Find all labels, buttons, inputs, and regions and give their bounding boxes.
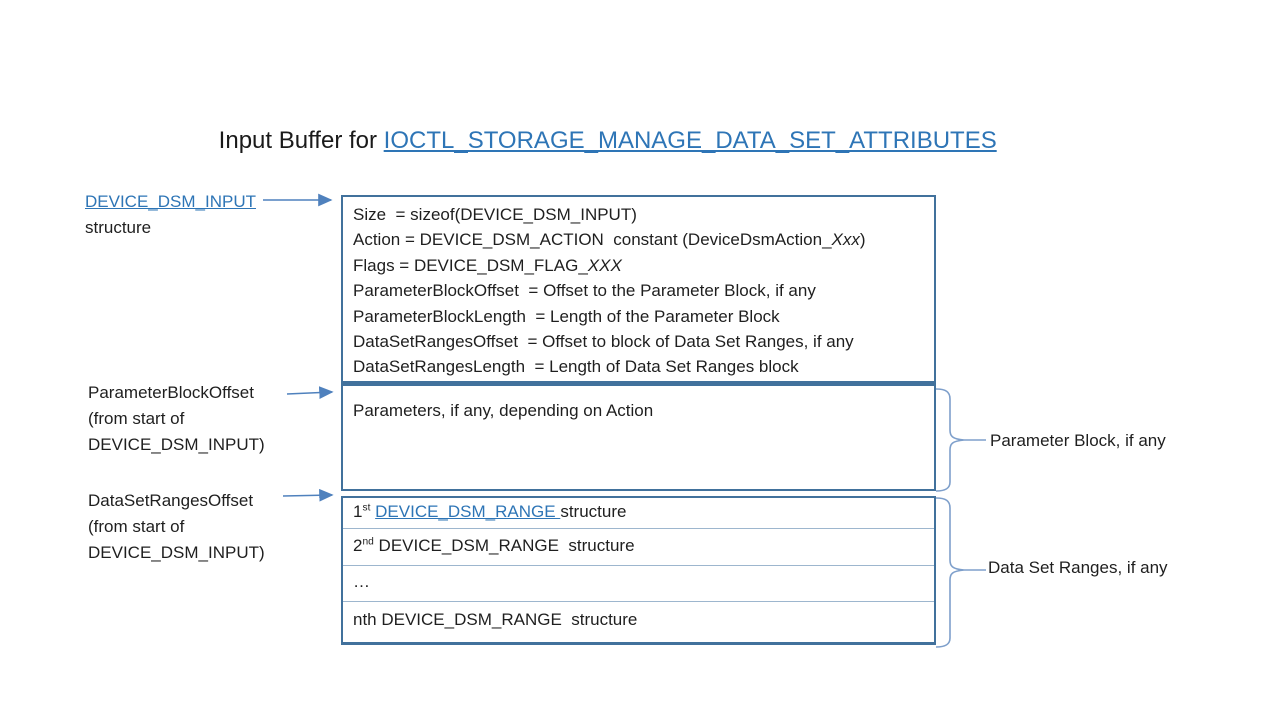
datasetrangesoffset-line1: DataSetRangesOffset <box>88 491 254 510</box>
field-datasetrangeslength: DataSetRangesLength = Length of Data Set… <box>353 357 799 377</box>
field-action: Action = DEVICE_DSM_ACTION constant (Dev… <box>353 230 866 250</box>
arrow-datasetrangesoffset-icon <box>282 488 334 502</box>
field-flags: Flags = DEVICE_DSM_FLAG_XXX <box>353 255 622 275</box>
field-parameterblockoffset: ParameterBlockOffset = Offset to the Par… <box>353 281 816 301</box>
ioctl-storage-link[interactable]: IOCTL_STORAGE_MANAGE_DATA_SET_ATTRIBUTES <box>383 127 997 154</box>
device-dsm-input-link-line[interactable]: DEVICE_DSM_INPUT <box>85 192 256 211</box>
range-row-2nd: 2nd DEVICE_DSM_RANGE structure <box>343 529 934 566</box>
title-text: Input Buffer for <box>218 127 384 154</box>
field-size: Size = sizeof(DEVICE_DSM_INPUT) <box>353 205 637 224</box>
parameterblockoffset-line2: (from start of <box>88 409 185 428</box>
range-row-nth: nth DEVICE_DSM_RANGE structure <box>353 610 638 629</box>
parameterblockoffset-line3: DEVICE_DSM_INPUT) <box>88 435 265 454</box>
page-title: Input Buffer for IOCTL_STORAGE_MANAGE_DA… <box>192 90 997 192</box>
field-datasetrangesoffset: DataSetRangesOffset = Offset to block of… <box>353 332 854 352</box>
datasetrangesoffset-line3: DEVICE_DSM_INPUT) <box>88 543 265 562</box>
parameterblockoffset-line1: ParameterBlockOffset <box>88 383 254 402</box>
data-set-ranges-box: 1st DEVICE_DSM_RANGE structure 2nd DEVIC… <box>341 496 936 645</box>
device-dsm-input-label: DEVICE_DSM_INPUT structure <box>85 189 256 241</box>
parameter-block-box: Parameters, if any, depending on Action <box>341 384 936 491</box>
parameter-block-brace-icon <box>935 388 965 492</box>
device-dsm-input-box: Size = sizeof(DEVICE_DSM_INPUT) Action =… <box>341 195 936 384</box>
data-set-ranges-brace-icon <box>935 497 965 648</box>
device-dsm-input-structure-line: structure <box>85 218 152 237</box>
field-parameterblocklength: ParameterBlockLength = Length of the Par… <box>353 306 780 326</box>
range-row-1st[interactable]: 1st DEVICE_DSM_RANGE structure <box>343 498 934 529</box>
datasetrangesoffset-line2: (from start of <box>88 517 185 536</box>
parameterblockoffset-label: ParameterBlockOffset (from start of DEVI… <box>88 380 265 458</box>
datasetrangesoffset-label: DataSetRangesOffset (from start of DEVIC… <box>88 488 265 566</box>
data-set-ranges-brace-label: Data Set Ranges, if any <box>988 558 1168 577</box>
arrow-parameterblockoffset-icon <box>286 386 334 399</box>
parameter-block-brace-label: Parameter Block, if any <box>990 431 1166 450</box>
range-row-ellipsis: … <box>343 566 934 602</box>
parameters-text: Parameters, if any, depending on Action <box>353 401 654 420</box>
